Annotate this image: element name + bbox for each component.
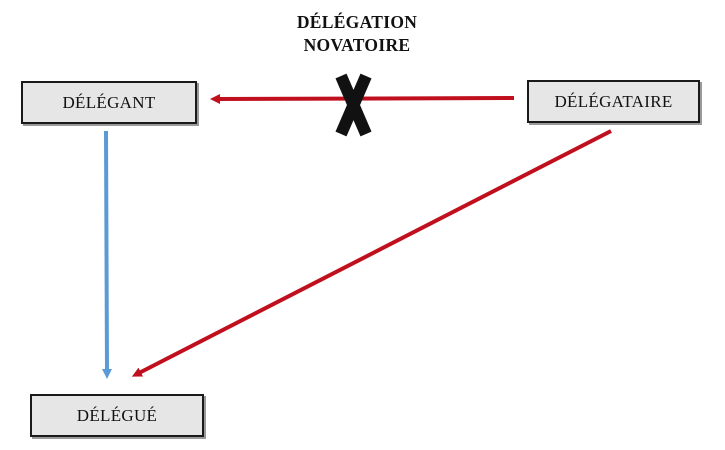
node-delegataire-label: DÉLÉGATAIRE	[554, 91, 673, 111]
title-line-2: NOVATOIRE	[303, 35, 411, 55]
node-delegataire: DÉLÉGATAIRE	[527, 80, 700, 123]
node-delegue: DÉLÉGUÉ	[30, 394, 204, 437]
title-line-1: DÉLÉGATION	[296, 12, 418, 32]
node-delegue-label: DÉLÉGUÉ	[76, 405, 158, 425]
node-delegant: DÉLÉGANT	[21, 81, 197, 124]
arrow-delegataire-to-delegant	[210, 93, 515, 104]
node-delegant-label: DÉLÉGANT	[62, 92, 156, 112]
cross-out-icon	[335, 73, 372, 137]
arrow-delegant-to-delegue	[101, 130, 112, 379]
diagram-title: DÉLÉGATION NOVATOIRE	[242, 11, 472, 57]
arrow-delegataire-to-delegue	[131, 129, 612, 377]
